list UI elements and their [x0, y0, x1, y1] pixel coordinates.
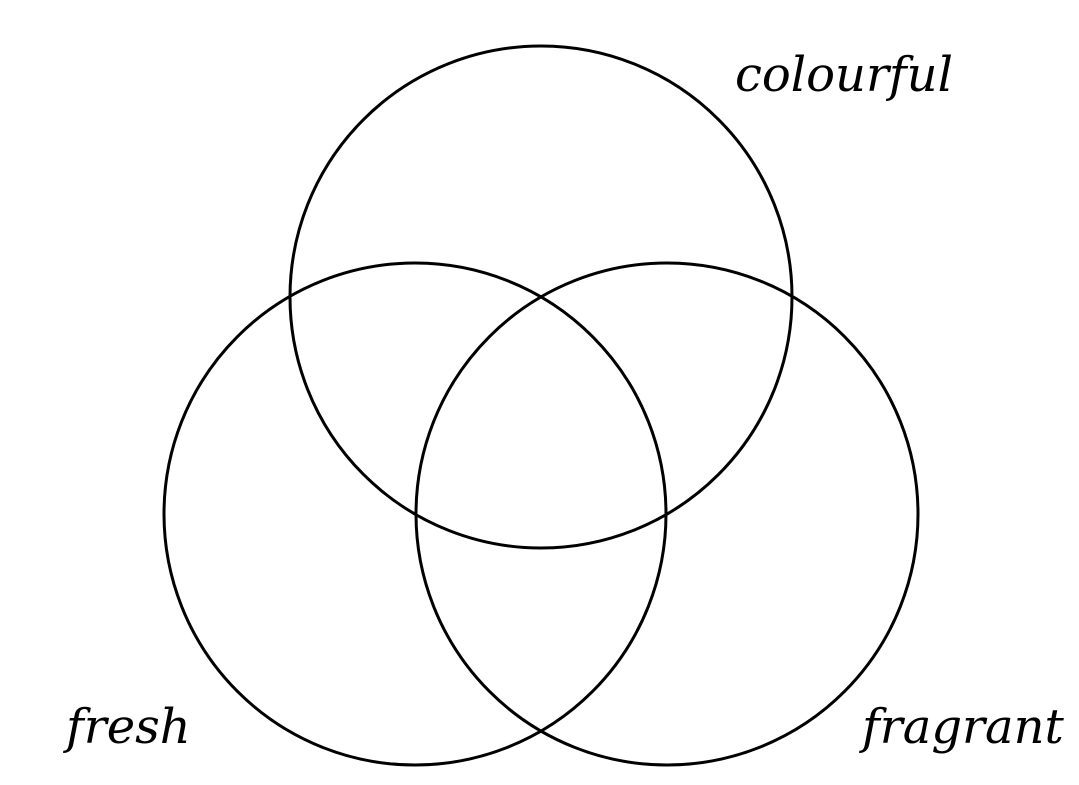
- label-fresh: fresh: [63, 699, 191, 755]
- circle-fragrant: [414, 261, 920, 767]
- label-fragrant: fragrant: [859, 699, 1065, 755]
- label-colourful: colourful: [735, 47, 953, 103]
- circle-fresh: [162, 261, 668, 767]
